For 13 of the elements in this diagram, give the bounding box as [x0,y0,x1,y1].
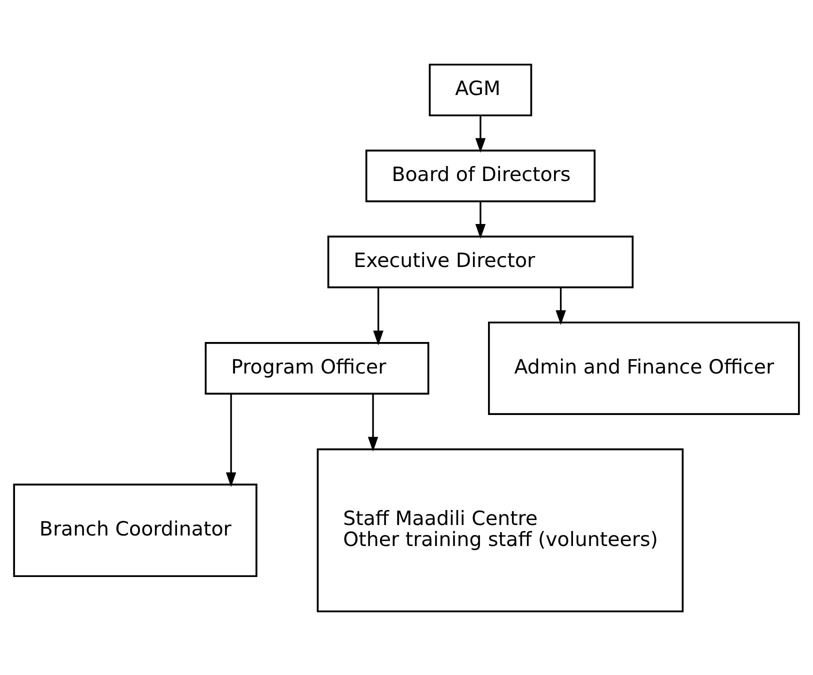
node-box: Staff Maadili Centre Other training staff (volunteers) [316,448,684,612]
arrow [373,287,384,345]
node-box: Executive Director [327,235,634,288]
arrow [475,201,486,238]
node-box: Board of Directors [365,149,596,202]
node-box: AGM [428,63,532,116]
node-box: Branch Coordinator [13,483,258,577]
arrow [475,115,486,152]
node-box: Program Officer [204,342,430,394]
arrow [368,393,378,452]
arrow [556,287,566,324]
arrow [226,393,236,487]
node-box: Admin and Finance Officer [488,321,800,414]
